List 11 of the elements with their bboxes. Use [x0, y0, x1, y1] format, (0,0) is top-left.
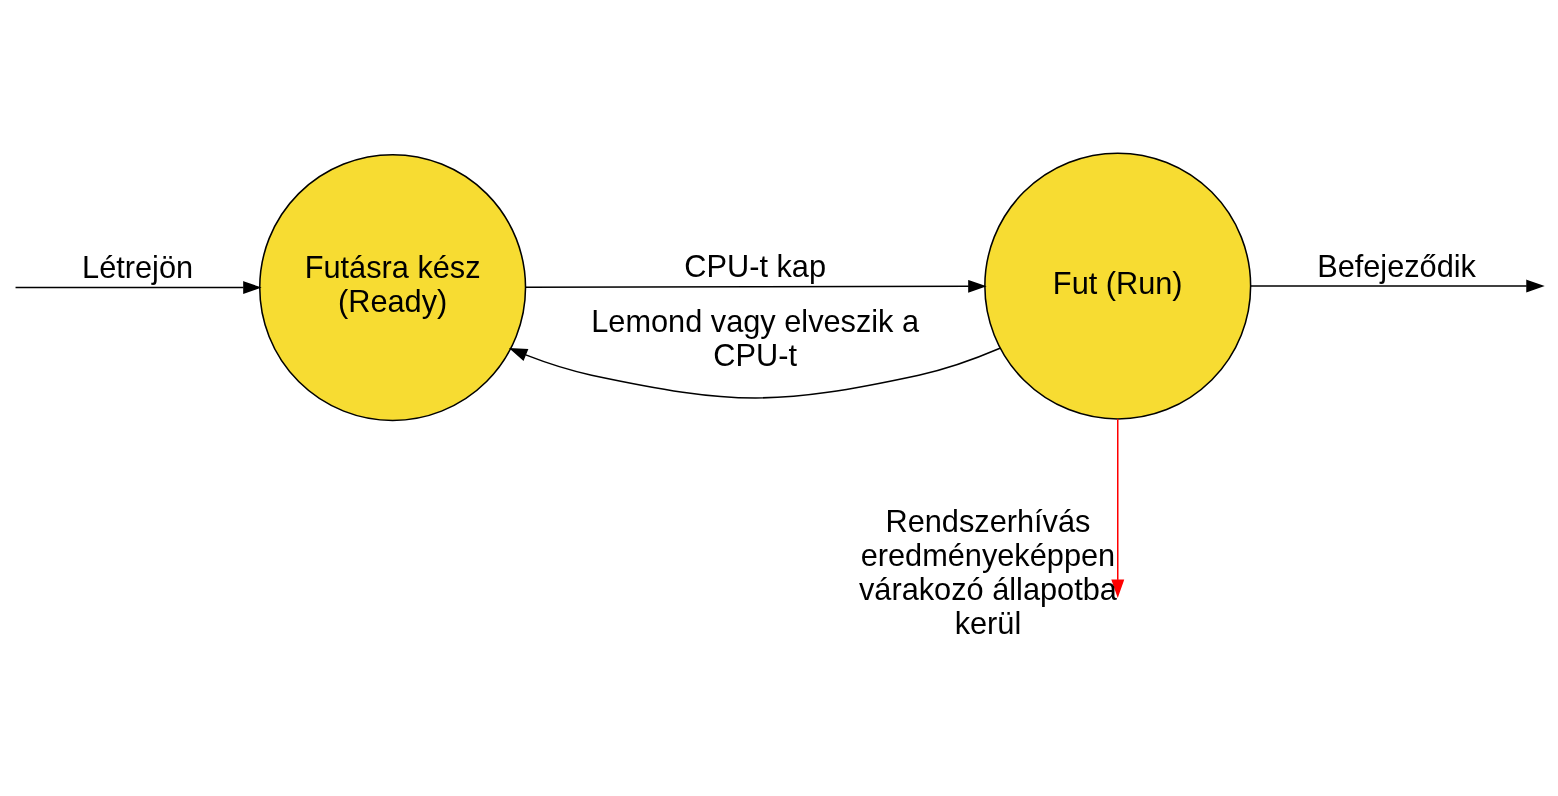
edge-label: Befejeződik	[1317, 248, 1476, 284]
arrow	[14, 281, 262, 295]
edge-label: Rendszerhívás eredményeképpen várakozó állapotba kerül	[858, 504, 1117, 641]
edge-label: Létrejön	[82, 250, 194, 286]
arrow	[1111, 418, 1125, 599]
node-circle: Fut (Run)	[984, 152, 1252, 420]
arrow	[1250, 279, 1545, 293]
edge-label: CPU-t kap	[684, 248, 827, 284]
arrow	[525, 279, 987, 293]
edge-label: Lemond vagy elveszik a CPU-t	[591, 304, 920, 373]
arrow	[508, 347, 1001, 399]
